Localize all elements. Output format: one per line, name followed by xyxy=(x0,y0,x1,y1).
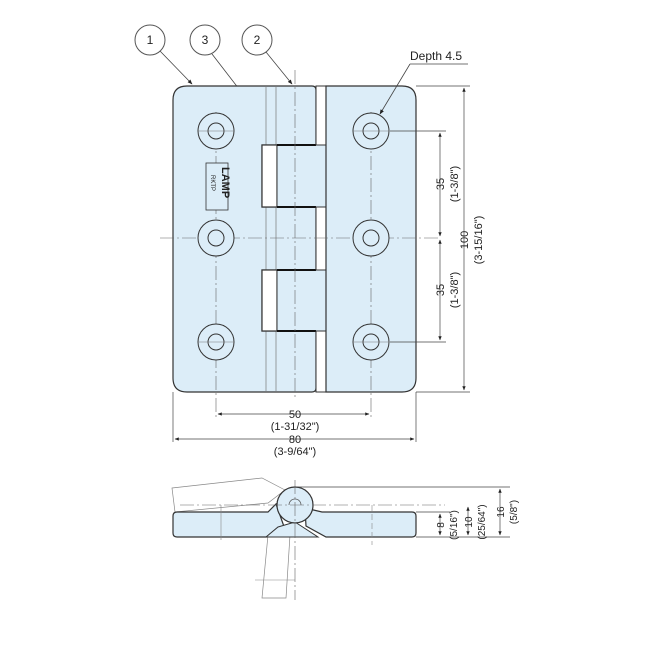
svg-text:35: 35 xyxy=(435,284,447,296)
horizontal-dimensions xyxy=(172,392,417,442)
svg-text:35: 35 xyxy=(435,178,447,190)
lamp-logo: LAMP RKTP xyxy=(205,162,231,211)
svg-text:(25/64"): (25/64") xyxy=(477,504,488,539)
svg-text:(1-3/8"): (1-3/8") xyxy=(449,166,461,202)
svg-text:3: 3 xyxy=(202,33,209,47)
side-dimensions xyxy=(438,488,502,536)
svg-text:1: 1 xyxy=(147,33,154,47)
svg-text:16: 16 xyxy=(496,506,507,518)
hinge-knuckles xyxy=(261,85,327,393)
svg-text:80: 80 xyxy=(289,434,301,446)
svg-text:(1-3/8"): (1-3/8") xyxy=(449,272,461,308)
svg-text:(5/16"): (5/16") xyxy=(449,510,460,540)
side-view xyxy=(171,477,510,600)
svg-text:(3-9/64"): (3-9/64") xyxy=(274,446,316,458)
svg-text:(3-15/16"): (3-15/16") xyxy=(473,216,485,265)
callout-1: 1 xyxy=(134,24,193,85)
svg-text:8: 8 xyxy=(436,522,447,528)
svg-text:100: 100 xyxy=(459,231,471,249)
callout-3: 3 xyxy=(189,24,284,147)
callout-2: 2 xyxy=(241,24,293,85)
svg-text:50: 50 xyxy=(289,409,301,421)
svg-text:(1-31/32"): (1-31/32") xyxy=(271,421,320,433)
hole-crosshairs xyxy=(198,130,389,343)
svg-text:(5/8"): (5/8") xyxy=(509,500,520,524)
svg-text:Depth 4.5: Depth 4.5 xyxy=(410,49,462,63)
svg-text:LAMP: LAMP xyxy=(219,167,231,198)
svg-text:10: 10 xyxy=(464,516,475,528)
svg-text:RKTP: RKTP xyxy=(209,175,215,191)
depth-annotation: Depth 4.5 xyxy=(379,49,468,115)
left-leaf xyxy=(172,85,317,393)
vertical-dimensions xyxy=(390,85,470,393)
svg-text:2: 2 xyxy=(254,33,261,47)
